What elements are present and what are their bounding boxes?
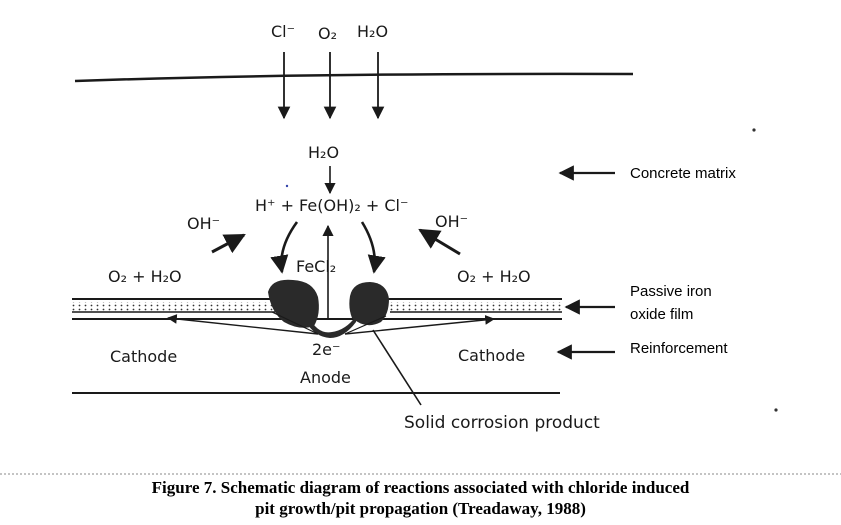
label-o2-top: O₂ [318,24,338,43]
side-label-passive-film-2: oxide film [630,306,694,323]
arrow-curve-left [270,221,299,274]
electron-line-right [344,315,495,335]
label-oh-right: OH⁻ [435,212,469,231]
label-reaction: H⁺ + Fe(OH)₂ + Cl⁻ [255,196,409,215]
label-cathode-right: Cathode [458,346,526,365]
label-solid-product: Solid corrosion product [404,413,600,433]
label-electrons: 2e⁻ [312,340,341,359]
side-label-passive-film-1: Passive iron [630,283,712,300]
speck [774,408,778,412]
arrow-oh-left [211,233,246,254]
label-cl-top: Cl⁻ [271,22,296,41]
speck [752,128,756,132]
label-fecl2: FeCl₂ [296,257,337,276]
label-o2h2o-left: O₂ + H₂O [108,267,182,286]
passive-film-left [72,302,277,311]
label-anode: Anode [300,368,351,387]
label-h2o-mid: H₂O [308,143,340,162]
electron-line-right-pit [344,315,387,335]
electron-line-left [167,314,319,335]
label-oh-left: OH⁻ [187,214,221,233]
concrete-surface-line [74,72,634,83]
arrow-oh-right [418,228,461,256]
pit-bottom [306,316,356,338]
electron-line-left-pit [271,311,319,335]
label-o2h2o-right: O₂ + H₂O [457,267,531,286]
label-cathode-left: Cathode [110,347,178,366]
passive-film-right [388,302,562,311]
label-h2o-top: H₂O [357,22,389,41]
corrosion-product-left [268,279,319,328]
side-label-concrete: Concrete matrix [630,165,736,182]
figure-caption-line2: pit growth/pit propagation (Treadaway, 1… [255,499,586,518]
side-label-reinforcement: Reinforcement [630,340,728,357]
figure-caption-line1: Figure 7. Schematic diagram of reactions… [151,478,690,497]
arrow-curve-right [360,221,386,274]
corrosion-product-right [349,282,389,326]
speck [285,184,289,188]
